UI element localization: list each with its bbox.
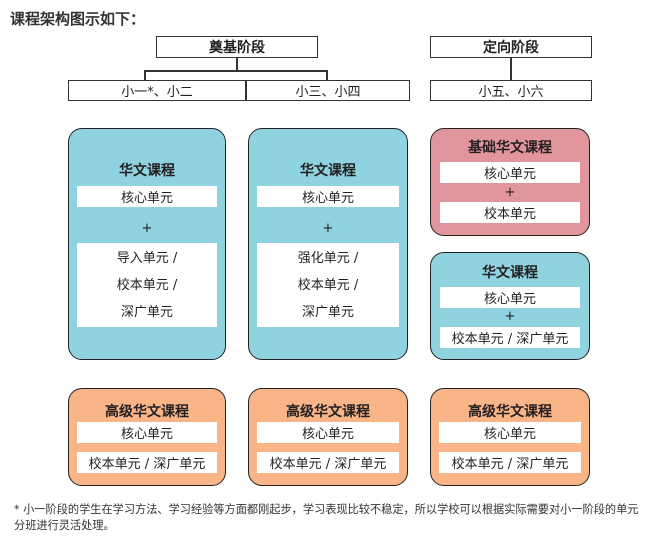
connector-orientation-drop [510,58,512,80]
chinese-course-card-p3-p4: 华文课程 核心单元 + 强化单元 / 校本单元 / 深广单元 [248,128,408,360]
elective-units-box: 导入单元 / 校本单元 / 深广单元 [77,243,217,327]
elective-unit-line: 深广单元 [120,304,173,320]
card-title: 高级华文课程 [468,404,552,420]
elective-units-box: 校本单元 / 深广单元 [440,327,580,348]
school-unit-box: 校本单元 [440,202,580,223]
card-title: 华文课程 [300,163,356,179]
chinese-course-card-p5-p6: 华文课程 核心单元 + 校本单元 / 深广单元 [430,252,590,360]
elective-units-label: 校本单元 / 深广单元 [269,457,387,472]
card-title: 华文课程 [482,265,538,281]
card-title: 高级华文课程 [105,404,189,420]
higher-chinese-card-p5-p6: 高级华文课程 核心单元 校本单元 / 深广单元 [430,388,590,486]
foundation-stage-box: 奠基阶段 [156,36,318,58]
orientation-stage-box: 定向阶段 [430,36,592,58]
footnote: * 小一阶段的学生在学习方法、学习经验等方面都刚起步，学习表现比较不稳定，所以学… [14,502,639,534]
plus-sign: + [141,221,153,236]
higher-chinese-card-p1-p2: 高级华文课程 核心单元 校本单元 / 深广单元 [68,388,226,486]
footnote-mark: * [14,503,20,516]
core-unit-label: 核心单元 [483,427,536,442]
connector-left-drop [144,70,146,80]
footnote-text: 小一阶段的学生在学习方法、学习经验等方面都刚起步，学习表现比较不稳定，所以学校可… [14,503,639,532]
basic-chinese-course-card: 基础华文课程 核心单元 + 校本单元 [430,128,590,236]
elective-unit-line: 强化单元 / [297,250,359,266]
elective-unit-line: 校本单元 / [116,277,178,293]
elective-units-label: 校本单元 / 深广单元 [451,332,569,347]
grade-box-p5-p6: 小五、小六 [430,80,592,101]
grade-box-p3-p4: 小三、小四 [246,80,410,101]
elective-units-box: 强化单元 / 校本单元 / 深广单元 [257,243,399,327]
core-unit-box: 核心单元 [257,186,399,207]
grade-label-p5-p6: 小五、小六 [478,85,544,100]
elective-units-label: 校本单元 / 深广单元 [451,457,569,472]
elective-units-label: 校本单元 / 深广单元 [88,457,206,472]
card-title: 基础华文课程 [468,140,552,156]
chinese-course-card-p1-p2: 华文课程 核心单元 + 导入单元 / 校本单元 / 深广单元 [68,128,226,360]
grade-label-p1-p2: 小一*、小二 [121,85,193,100]
elective-unit-line: 校本单元 / [297,277,359,293]
core-unit-box: 核心单元 [257,422,399,443]
school-unit-label: 校本单元 [483,207,536,222]
core-unit-box: 核心单元 [77,422,217,443]
plus-sign: + [504,309,516,324]
elective-units-box: 校本单元 / 深广单元 [77,452,217,473]
elective-unit-line: 深广单元 [301,304,354,320]
grade-label-p3-p4: 小三、小四 [295,85,361,100]
plus-sign: + [322,221,334,236]
core-unit-box: 核心单元 [440,162,580,183]
page-title: 课程架构图示如下： [10,10,146,28]
core-unit-label: 核心单元 [483,292,536,307]
elective-units-box: 校本单元 / 深广单元 [257,452,399,473]
core-unit-label: 核心单元 [120,427,173,442]
connector-right-drop [326,70,328,80]
elective-units-box: 校本单元 / 深广单元 [439,452,581,473]
core-unit-box: 核心单元 [440,287,580,308]
core-unit-box: 核心单元 [439,422,581,443]
higher-chinese-card-p3-p4: 高级华文课程 核心单元 校本单元 / 深广单元 [248,388,408,486]
orientation-stage-label: 定向阶段 [483,40,539,56]
core-unit-box: 核心单元 [77,186,217,207]
foundation-stage-label: 奠基阶段 [209,40,265,56]
card-title: 华文课程 [119,163,175,179]
core-unit-label: 核心单元 [301,191,354,206]
connector-vertical-main [236,58,238,70]
core-unit-label: 核心单元 [301,427,354,442]
grade-box-p1-p2: 小一*、小二 [68,80,246,101]
elective-unit-line: 导入单元 / [116,250,178,266]
card-title: 高级华文课程 [286,404,370,420]
connector-horizontal [144,70,327,72]
plus-sign: + [504,185,516,200]
core-unit-label: 核心单元 [120,191,173,206]
core-unit-label: 核心单元 [483,167,536,182]
